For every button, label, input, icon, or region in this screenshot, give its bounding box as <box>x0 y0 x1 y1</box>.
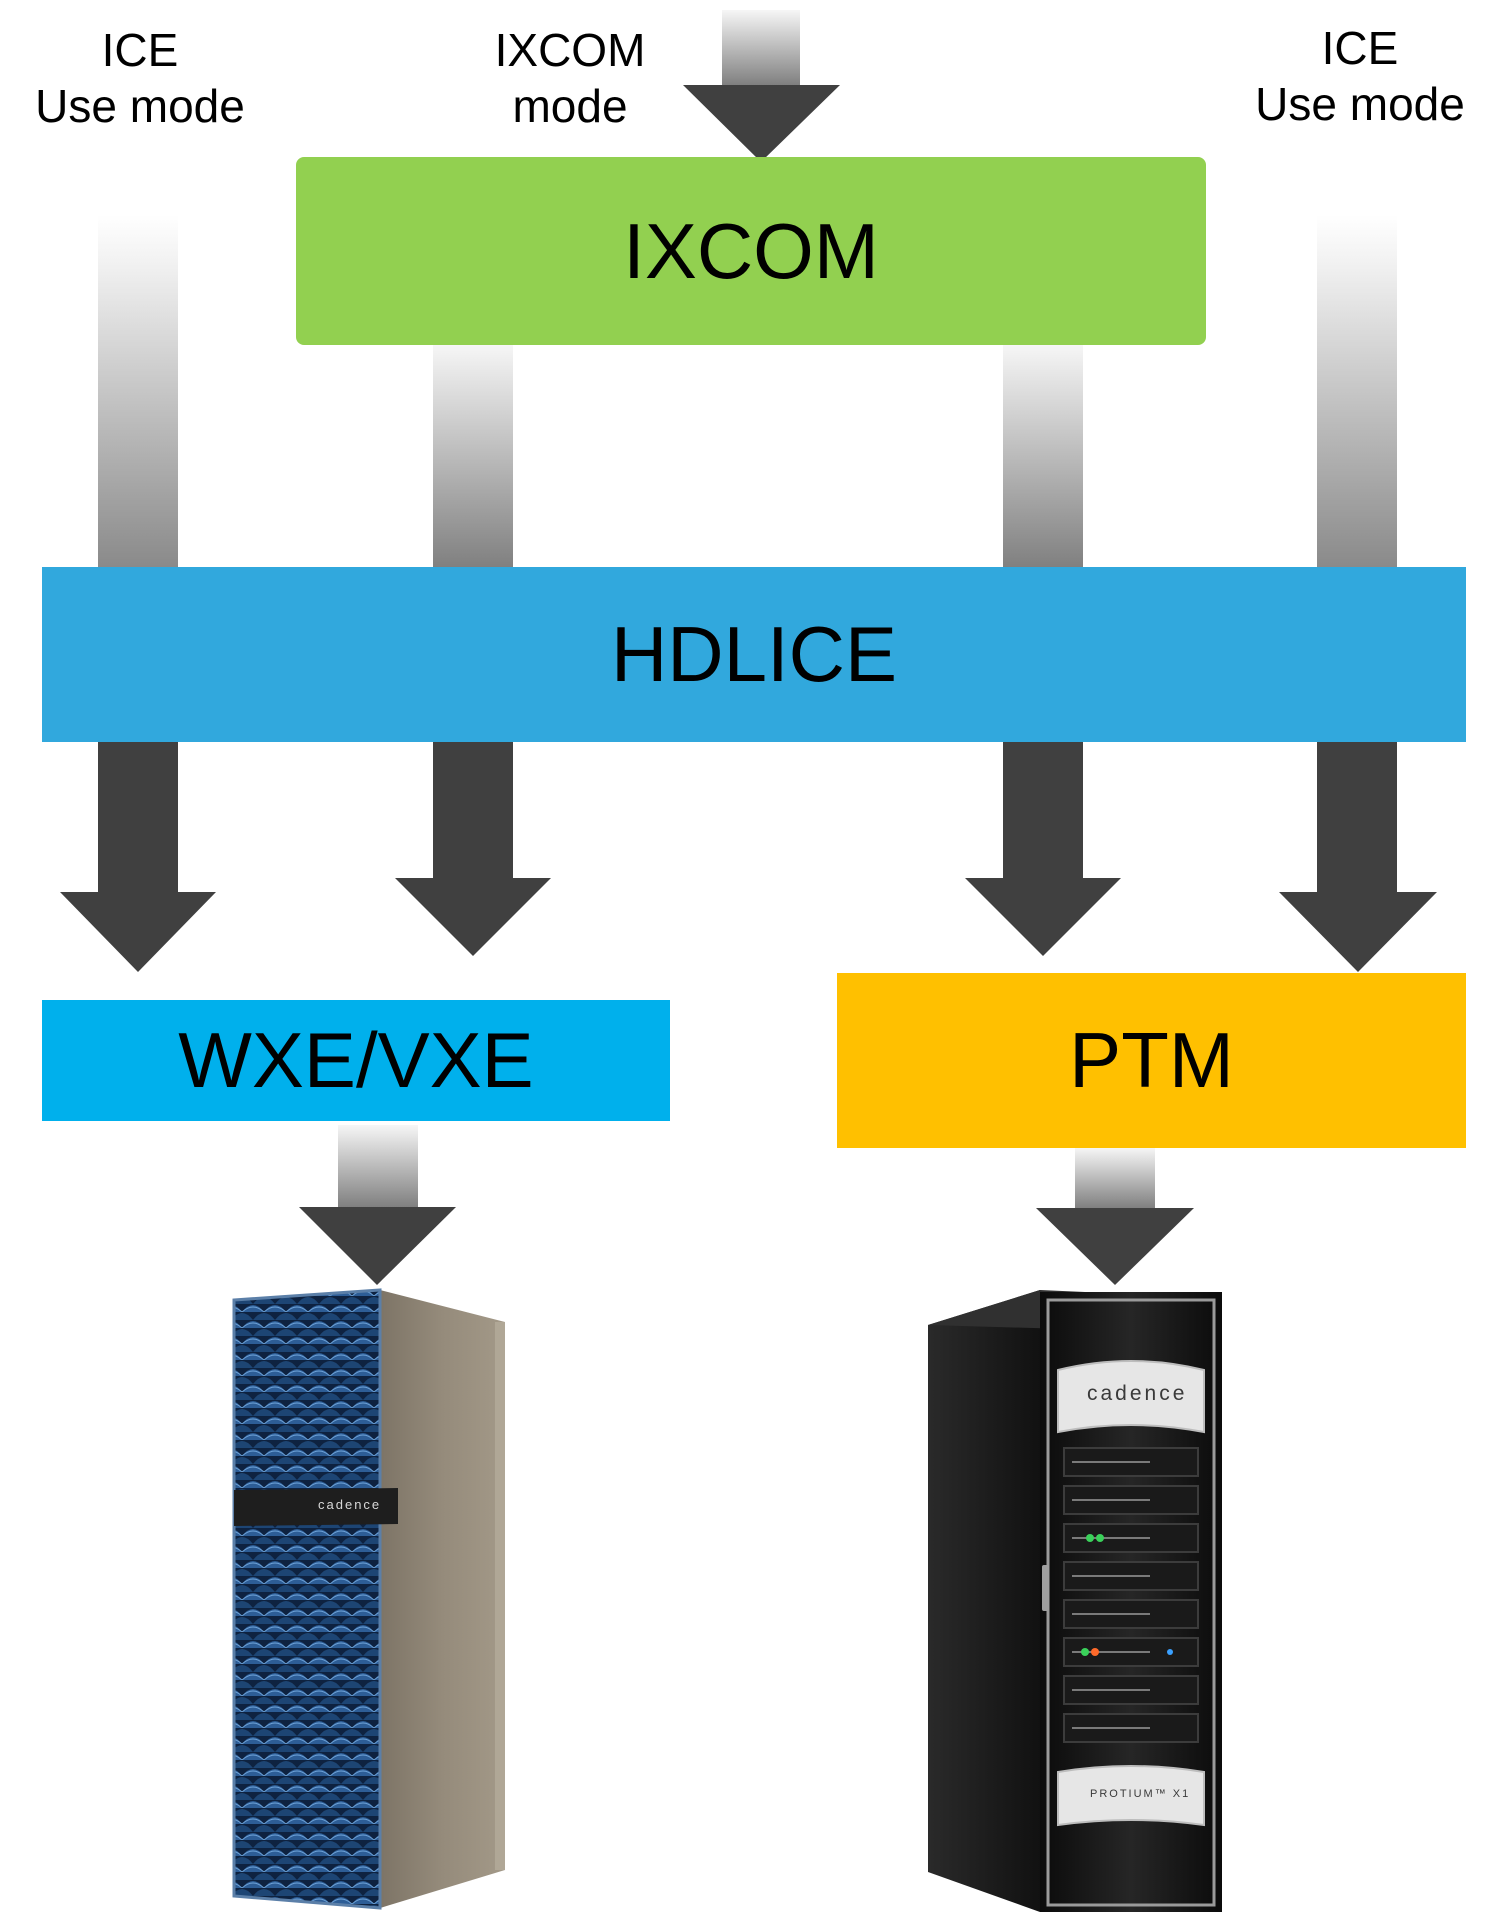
hdlice-box: HDLICE <box>42 567 1466 742</box>
wxe-vxe-box-label: WXE/VXE <box>178 1016 534 1104</box>
ice-left-column <box>98 215 178 567</box>
ixcom-to-hdlice-left <box>433 345 513 567</box>
arrow-1-stem <box>98 742 178 892</box>
arrow-2-stem <box>433 742 513 878</box>
arrow-1-head <box>60 892 216 972</box>
ixcom-mode-label: IXCOM mode <box>450 22 690 134</box>
ixcom-input-arrow-head <box>683 85 840 162</box>
ptm-hw-arrow-head <box>1036 1208 1194 1285</box>
ptm-hw-arrow-stem <box>1075 1148 1155 1208</box>
ice-left-line2: Use mode <box>35 80 245 132</box>
hdlice-box-label: HDLICE <box>610 610 898 698</box>
arrow-3-head <box>965 878 1121 956</box>
ice-right-line1: ICE <box>1321 22 1399 74</box>
rack-model-label: PROTIUM™ X1 <box>1090 1788 1191 1800</box>
cabinet-brand-label: cadence <box>318 1497 382 1512</box>
rack-brand-label: cadence <box>1087 1382 1188 1405</box>
arrow-4-head <box>1279 892 1437 972</box>
ixcom-input-arrow-stem <box>722 10 800 85</box>
ice-right-column <box>1317 215 1397 567</box>
arrow-2-head <box>395 878 551 956</box>
ixcom-mode-line1: IXCOM <box>494 24 646 76</box>
ptm-box: PTM <box>837 973 1466 1148</box>
wxe-vxe-box: WXE/VXE <box>42 1000 670 1121</box>
ixcom-to-hdlice-right <box>1003 345 1083 567</box>
arrow-3-stem <box>1003 742 1083 878</box>
ptm-box-label: PTM <box>1069 1016 1234 1104</box>
ice-left-line1: ICE <box>101 24 179 76</box>
arrow-4-stem <box>1317 742 1397 892</box>
wxe-hw-arrow-head <box>299 1207 456 1285</box>
ixcom-box-label: IXCOM <box>623 206 879 295</box>
wxe-hw-arrow-stem <box>338 1125 418 1207</box>
ice-use-mode-right-label: ICE Use mode <box>1240 20 1480 132</box>
ixcom-box: IXCOM <box>296 157 1206 345</box>
ixcom-mode-line2: mode <box>512 80 628 132</box>
ice-right-line2: Use mode <box>1255 78 1465 130</box>
ice-use-mode-left-label: ICE Use mode <box>20 22 260 134</box>
